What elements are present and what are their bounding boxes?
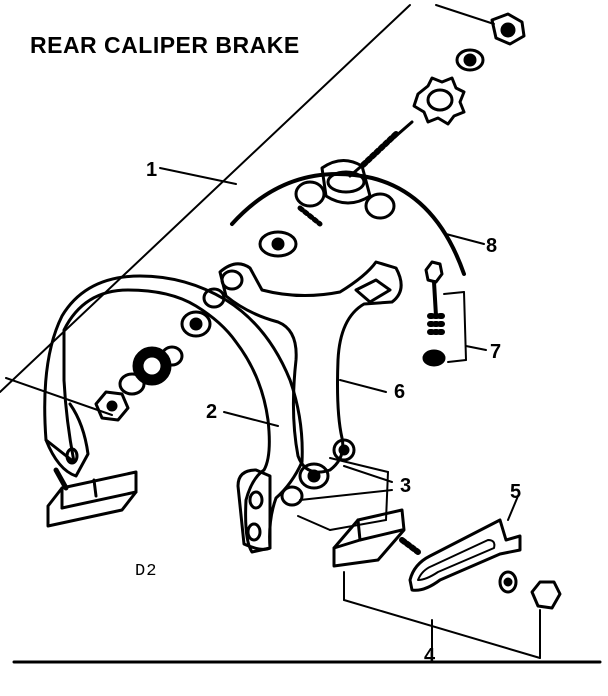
leader-3 xyxy=(343,465,393,483)
center-bolt xyxy=(320,120,414,205)
anchor-acorn-nut xyxy=(530,580,562,610)
return-spring xyxy=(230,172,466,276)
diagram-title: REAR CALIPER BRAKE xyxy=(30,32,300,58)
lower-left-guide xyxy=(5,377,113,416)
top-washer xyxy=(455,48,485,72)
callout-8: 8 xyxy=(486,235,497,257)
arm-washer-1 xyxy=(180,310,212,338)
assembly-axis-line xyxy=(0,4,411,393)
pivot-washer-lower xyxy=(332,438,356,462)
cable-anchor-plate xyxy=(408,518,522,592)
leader-6 xyxy=(339,379,387,393)
anchor-washer xyxy=(498,570,518,594)
stack-leader-top xyxy=(435,4,495,25)
lower-washer xyxy=(280,485,304,507)
diagram-code: D2 xyxy=(135,562,158,581)
caliper-arm-rear xyxy=(218,260,403,474)
top-acorn-nut xyxy=(490,12,526,46)
leader-5 xyxy=(507,495,519,521)
leader-2 xyxy=(223,411,279,427)
pivot-washer-middle xyxy=(258,230,298,258)
callout-2: 2 xyxy=(206,401,217,423)
caliper-arm-front xyxy=(43,274,304,554)
right-brake-shoe xyxy=(332,508,421,568)
callout-7: 7 xyxy=(490,341,501,363)
lower-nut xyxy=(298,462,330,490)
callout-4: 4 xyxy=(424,645,436,667)
leader-7 xyxy=(465,345,487,351)
callout-1: 1 xyxy=(146,159,157,181)
left-brake-shoe xyxy=(46,467,138,528)
left-nut-stack xyxy=(94,346,172,422)
callout-6: 6 xyxy=(394,381,405,403)
arm-washer-2 xyxy=(202,287,226,309)
star-lock-washer xyxy=(412,76,466,126)
leader-1 xyxy=(159,167,237,185)
leader-8 xyxy=(445,233,485,245)
pivot-washer-upper xyxy=(294,180,396,227)
callout-5: 5 xyxy=(510,481,521,503)
left-pad-holder xyxy=(44,402,90,478)
adjuster-assembly xyxy=(422,260,446,367)
callout-3: 3 xyxy=(400,475,411,497)
item3-bracket xyxy=(329,457,389,473)
